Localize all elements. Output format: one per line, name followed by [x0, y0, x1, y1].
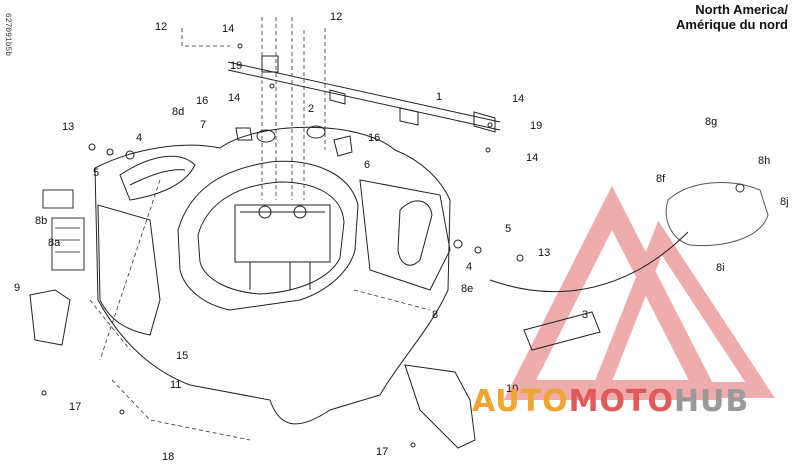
region-title: North America/ Amérique du nord [676, 2, 788, 32]
callout-c15: 15 [176, 350, 188, 362]
watermark-text-part1: AUTO [472, 384, 569, 419]
watermark-text-part2: MOTO [568, 384, 674, 419]
callout-c5a: 5 [93, 167, 99, 179]
callout-c16b: 16 [368, 132, 380, 144]
callout-c13b: 13 [538, 247, 550, 259]
callout-c8a: 8a [48, 237, 61, 249]
callout-c19b: 19 [530, 120, 542, 132]
watermark-logo [503, 185, 775, 400]
callout-c8: 8 [432, 309, 438, 321]
callout-c7: 7 [200, 119, 206, 131]
callout-c2: 2 [308, 103, 314, 115]
callout-c14b: 14 [228, 92, 240, 104]
watermark-text-part3: HUB [673, 384, 750, 419]
leader-lines [89, 17, 431, 441]
callout-c14c: 14 [512, 93, 524, 105]
callout-c8h: 8h [758, 155, 770, 167]
callout-c16a: 16 [196, 95, 208, 107]
callout-c8i: 8i [716, 262, 725, 274]
callout-c10: 10 [506, 383, 518, 395]
callout-c8j: 8j [780, 196, 789, 208]
callout-c6: 6 [364, 159, 370, 171]
region-title-line2: Amérique du nord [676, 17, 788, 32]
callout-c19a: 19 [230, 60, 242, 72]
callout-c14d: 14 [526, 152, 538, 164]
callout-c8b: 8b [35, 215, 47, 227]
callout-c9: 9 [14, 282, 20, 294]
callout-c1: 1 [436, 91, 442, 103]
watermark-text: AUTOMOTOHUB [472, 384, 749, 419]
callout-c3: 3 [582, 309, 588, 321]
callout-c8g: 8g [705, 116, 717, 128]
callout-c13a: 13 [62, 121, 74, 133]
callout-c5b: 5 [505, 223, 511, 235]
callout-c12a: 12 [155, 21, 167, 33]
callout-c17a: 17 [69, 401, 81, 413]
callout-c4b: 4 [466, 261, 472, 273]
callout-c17b: 17 [376, 446, 388, 458]
callout-c8f: 8f [656, 173, 666, 185]
callout-c8d: 8d [172, 106, 184, 118]
callout-c11: 11 [170, 379, 181, 391]
callout-c4a: 4 [136, 132, 142, 144]
callout-labels: 12344556788a8b8d8e8f8g8h8i8j910111212131… [14, 11, 789, 463]
callout-c12b: 12 [330, 11, 342, 23]
callout-c14a: 14 [222, 23, 234, 35]
region-title-line1: North America/ [695, 2, 788, 17]
callout-c18: 18 [162, 451, 174, 463]
line-art [29, 43, 769, 449]
callout-c8e: 8e [461, 283, 473, 295]
